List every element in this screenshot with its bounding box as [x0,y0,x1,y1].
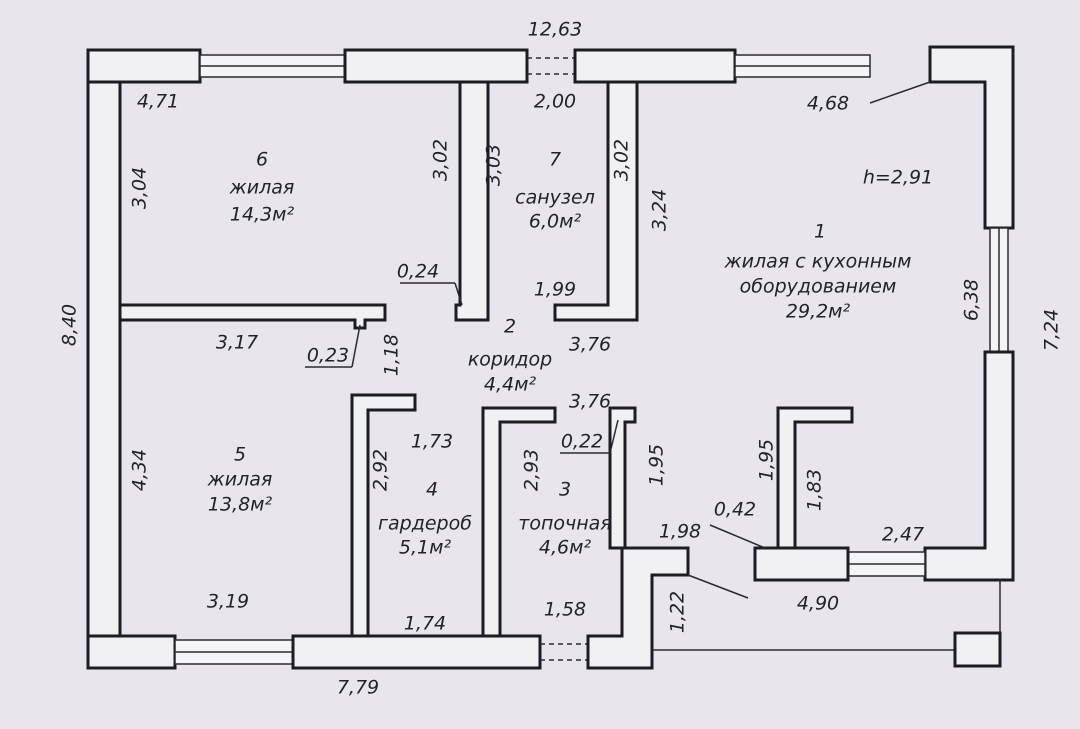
room-5-area: 13,8м² [208,494,273,516]
room-1-area: 29,2м² [786,301,851,323]
dim: 0,24 [397,261,439,283]
walls [86,45,1015,670]
height-note: h=2,91 [863,167,933,189]
dim: 3,76 [569,391,611,413]
dim: 3,03 [483,144,505,186]
dim: 4,71 [137,91,179,113]
dim: 1,99 [534,279,576,301]
room-1-number: 1 [814,221,826,243]
dim: 1,22 [667,591,689,633]
dim: 6,38 [961,279,983,321]
room-6-area: 14,3м² [230,204,295,226]
room-2-name: коридор [468,349,552,371]
dim: 1,73 [411,431,453,453]
dim: 3,76 [569,334,611,356]
dim: 1,83 [804,469,826,511]
dim: 0,42 [714,499,756,521]
room-2-number: 2 [504,316,516,338]
dim: 1,74 [404,613,446,635]
room-6-name: жилая [229,177,295,199]
room-6-number: 6 [256,149,268,171]
dim: 3,04 [129,167,151,209]
room-1-name-2: оборудованием [740,276,897,298]
dim: 4,68 [807,93,849,115]
room-5-number: 5 [234,444,246,466]
dim: 1,18 [381,334,403,376]
room-5-name: жилая [207,469,273,491]
dim: 1,95 [646,444,668,486]
dim: 1,95 [756,439,778,481]
dim-left-total: 8,40 [59,304,81,346]
dimension-labels: 12,63 8,40 7,24 7,79 h=2,91 4,71 2,00 4,… [59,19,1063,699]
room-7-number: 7 [549,149,561,171]
dim: 1,58 [544,599,586,621]
room-3-number: 3 [559,479,571,501]
dim: 4,90 [797,593,839,615]
room-3-name: топочная [518,513,611,535]
dim: 0,23 [307,345,349,367]
dim: 2,00 [534,91,576,113]
room-labels: 1 жилая с кухонным оборудованием 29,2м² … [207,149,912,559]
room-2-area: 4,4м² [484,374,537,396]
dim-top-total: 12,63 [528,19,582,41]
room-4-name: гардероб [378,513,472,535]
room-7-area: 6,0м² [529,211,582,233]
room-1-name: жилая с кухонным [724,251,912,273]
dim: 3,02 [611,139,633,181]
dim: 4,34 [129,449,151,491]
room-4-area: 5,1м² [399,537,452,559]
dim: 3,17 [216,332,258,354]
dim-bottom-total: 7,79 [337,677,379,699]
dim: 2,92 [370,449,392,491]
dim-right-total: 7,24 [1041,309,1063,351]
dim: 3,02 [430,139,452,181]
dim: 3,19 [207,591,249,613]
dim: 1,98 [659,521,701,543]
room-7-name: санузел [515,187,595,209]
dim: 2,47 [882,524,924,546]
dim: 0,22 [561,431,603,453]
dim: 2,93 [521,449,543,491]
room-3-area: 4,6м² [539,537,592,559]
room-4-number: 4 [426,479,438,501]
dim: 3,24 [649,189,671,231]
